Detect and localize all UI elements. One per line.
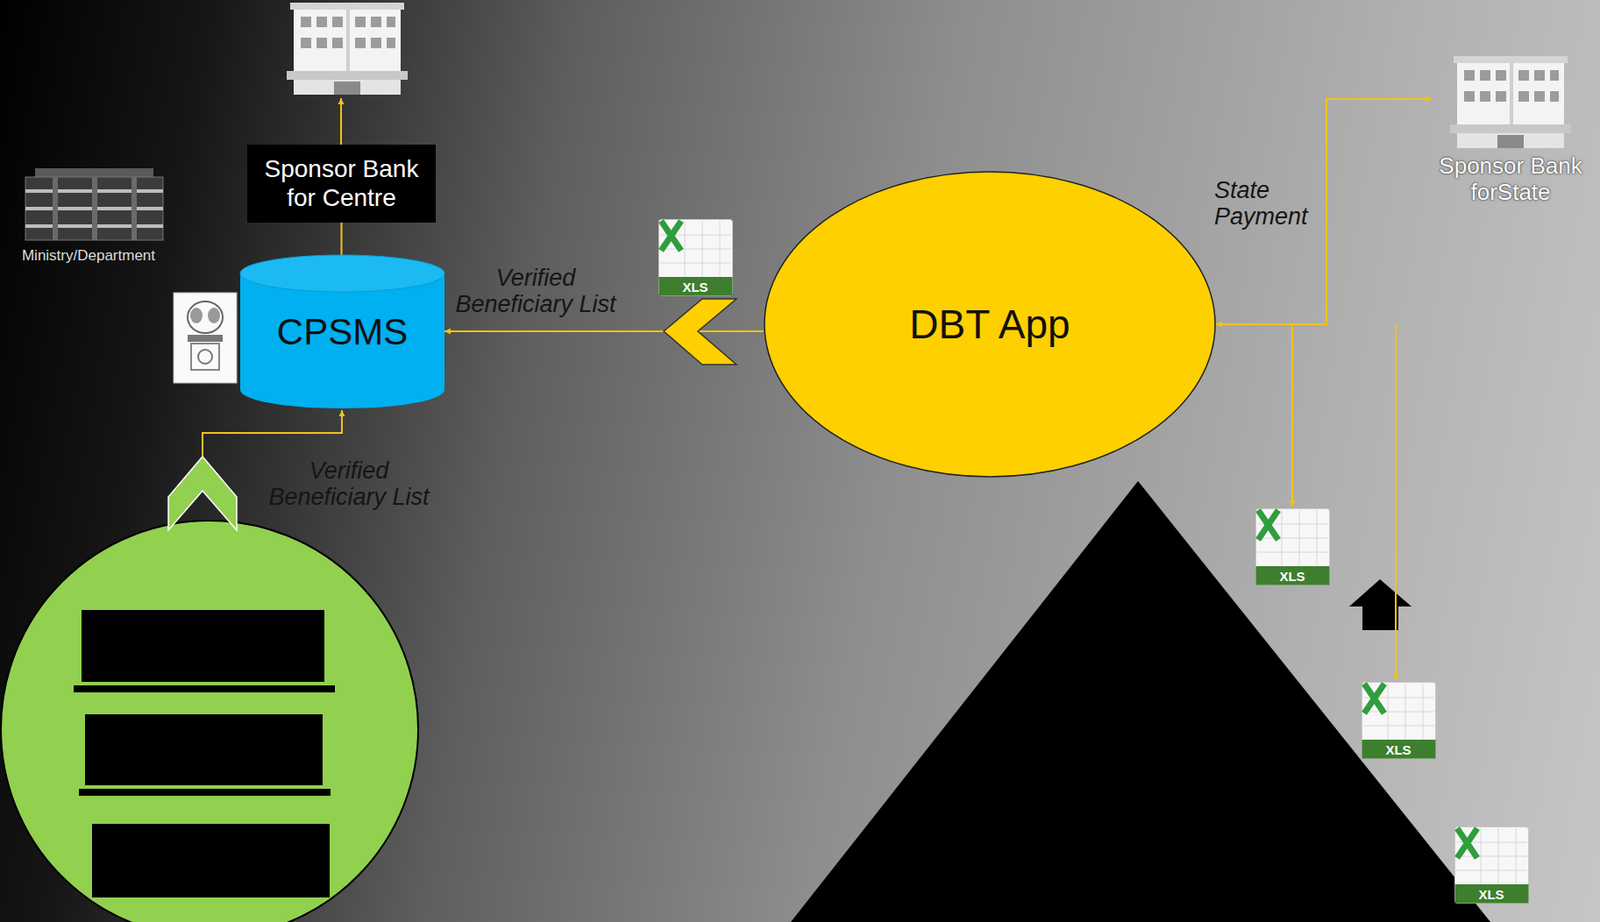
node-text: CPSMS [277, 311, 408, 354]
upload-line [202, 410, 342, 457]
xls-icon [1455, 827, 1529, 904]
node-text: Sponsor Bank for Centre [260, 155, 423, 212]
file-type-label: XLS [660, 279, 731, 295]
xls-icon [1256, 509, 1330, 586]
file-type-label: XLS [1257, 568, 1328, 584]
minority-group-circle [0, 520, 419, 922]
green-chevron [168, 456, 237, 531]
cylinder-top [240, 255, 445, 292]
file-branch-line [1394, 324, 1397, 681]
node-text: DBT App [909, 300, 1070, 349]
yellow-chevron [663, 298, 737, 365]
edge-label: State Payment [1214, 177, 1324, 230]
redacted-triangle [790, 481, 1491, 922]
flow-connector [341, 222, 343, 256]
bank-transfer-line [340, 98, 342, 149]
cylinder-body [240, 255, 445, 409]
flow-label: Verified Beneficiary List [255, 458, 444, 511]
up-arrow-symbol [1349, 579, 1412, 631]
national-emblem [173, 292, 237, 384]
edge-label: Verified Beneficiary List [441, 265, 631, 318]
redacted-triangle [790, 481, 1491, 922]
xls-icon [659, 220, 733, 297]
file-type-label: XLS [1363, 742, 1434, 758]
sponsor-bank-box: Sponsor Bank for Centre [247, 144, 436, 222]
node-text: Sponsor Bank forState [1431, 153, 1590, 207]
ministry-building-icon [25, 168, 164, 241]
file-type-label: XLS [1456, 887, 1527, 903]
app-ellipse: DBT App [763, 170, 1216, 478]
xls-icon [1362, 682, 1437, 760]
database-cylinder: CPSMS [240, 255, 445, 409]
bank-building-icon [1443, 56, 1578, 149]
bank-node: Sponsor Bank forState [1431, 56, 1590, 207]
flow-connector [444, 330, 764, 333]
ellipse-body [764, 171, 1216, 477]
file-branch-line [1291, 324, 1294, 507]
bank-building-icon [286, 2, 408, 95]
icon-caption: Ministry/Department [0, 247, 177, 265]
